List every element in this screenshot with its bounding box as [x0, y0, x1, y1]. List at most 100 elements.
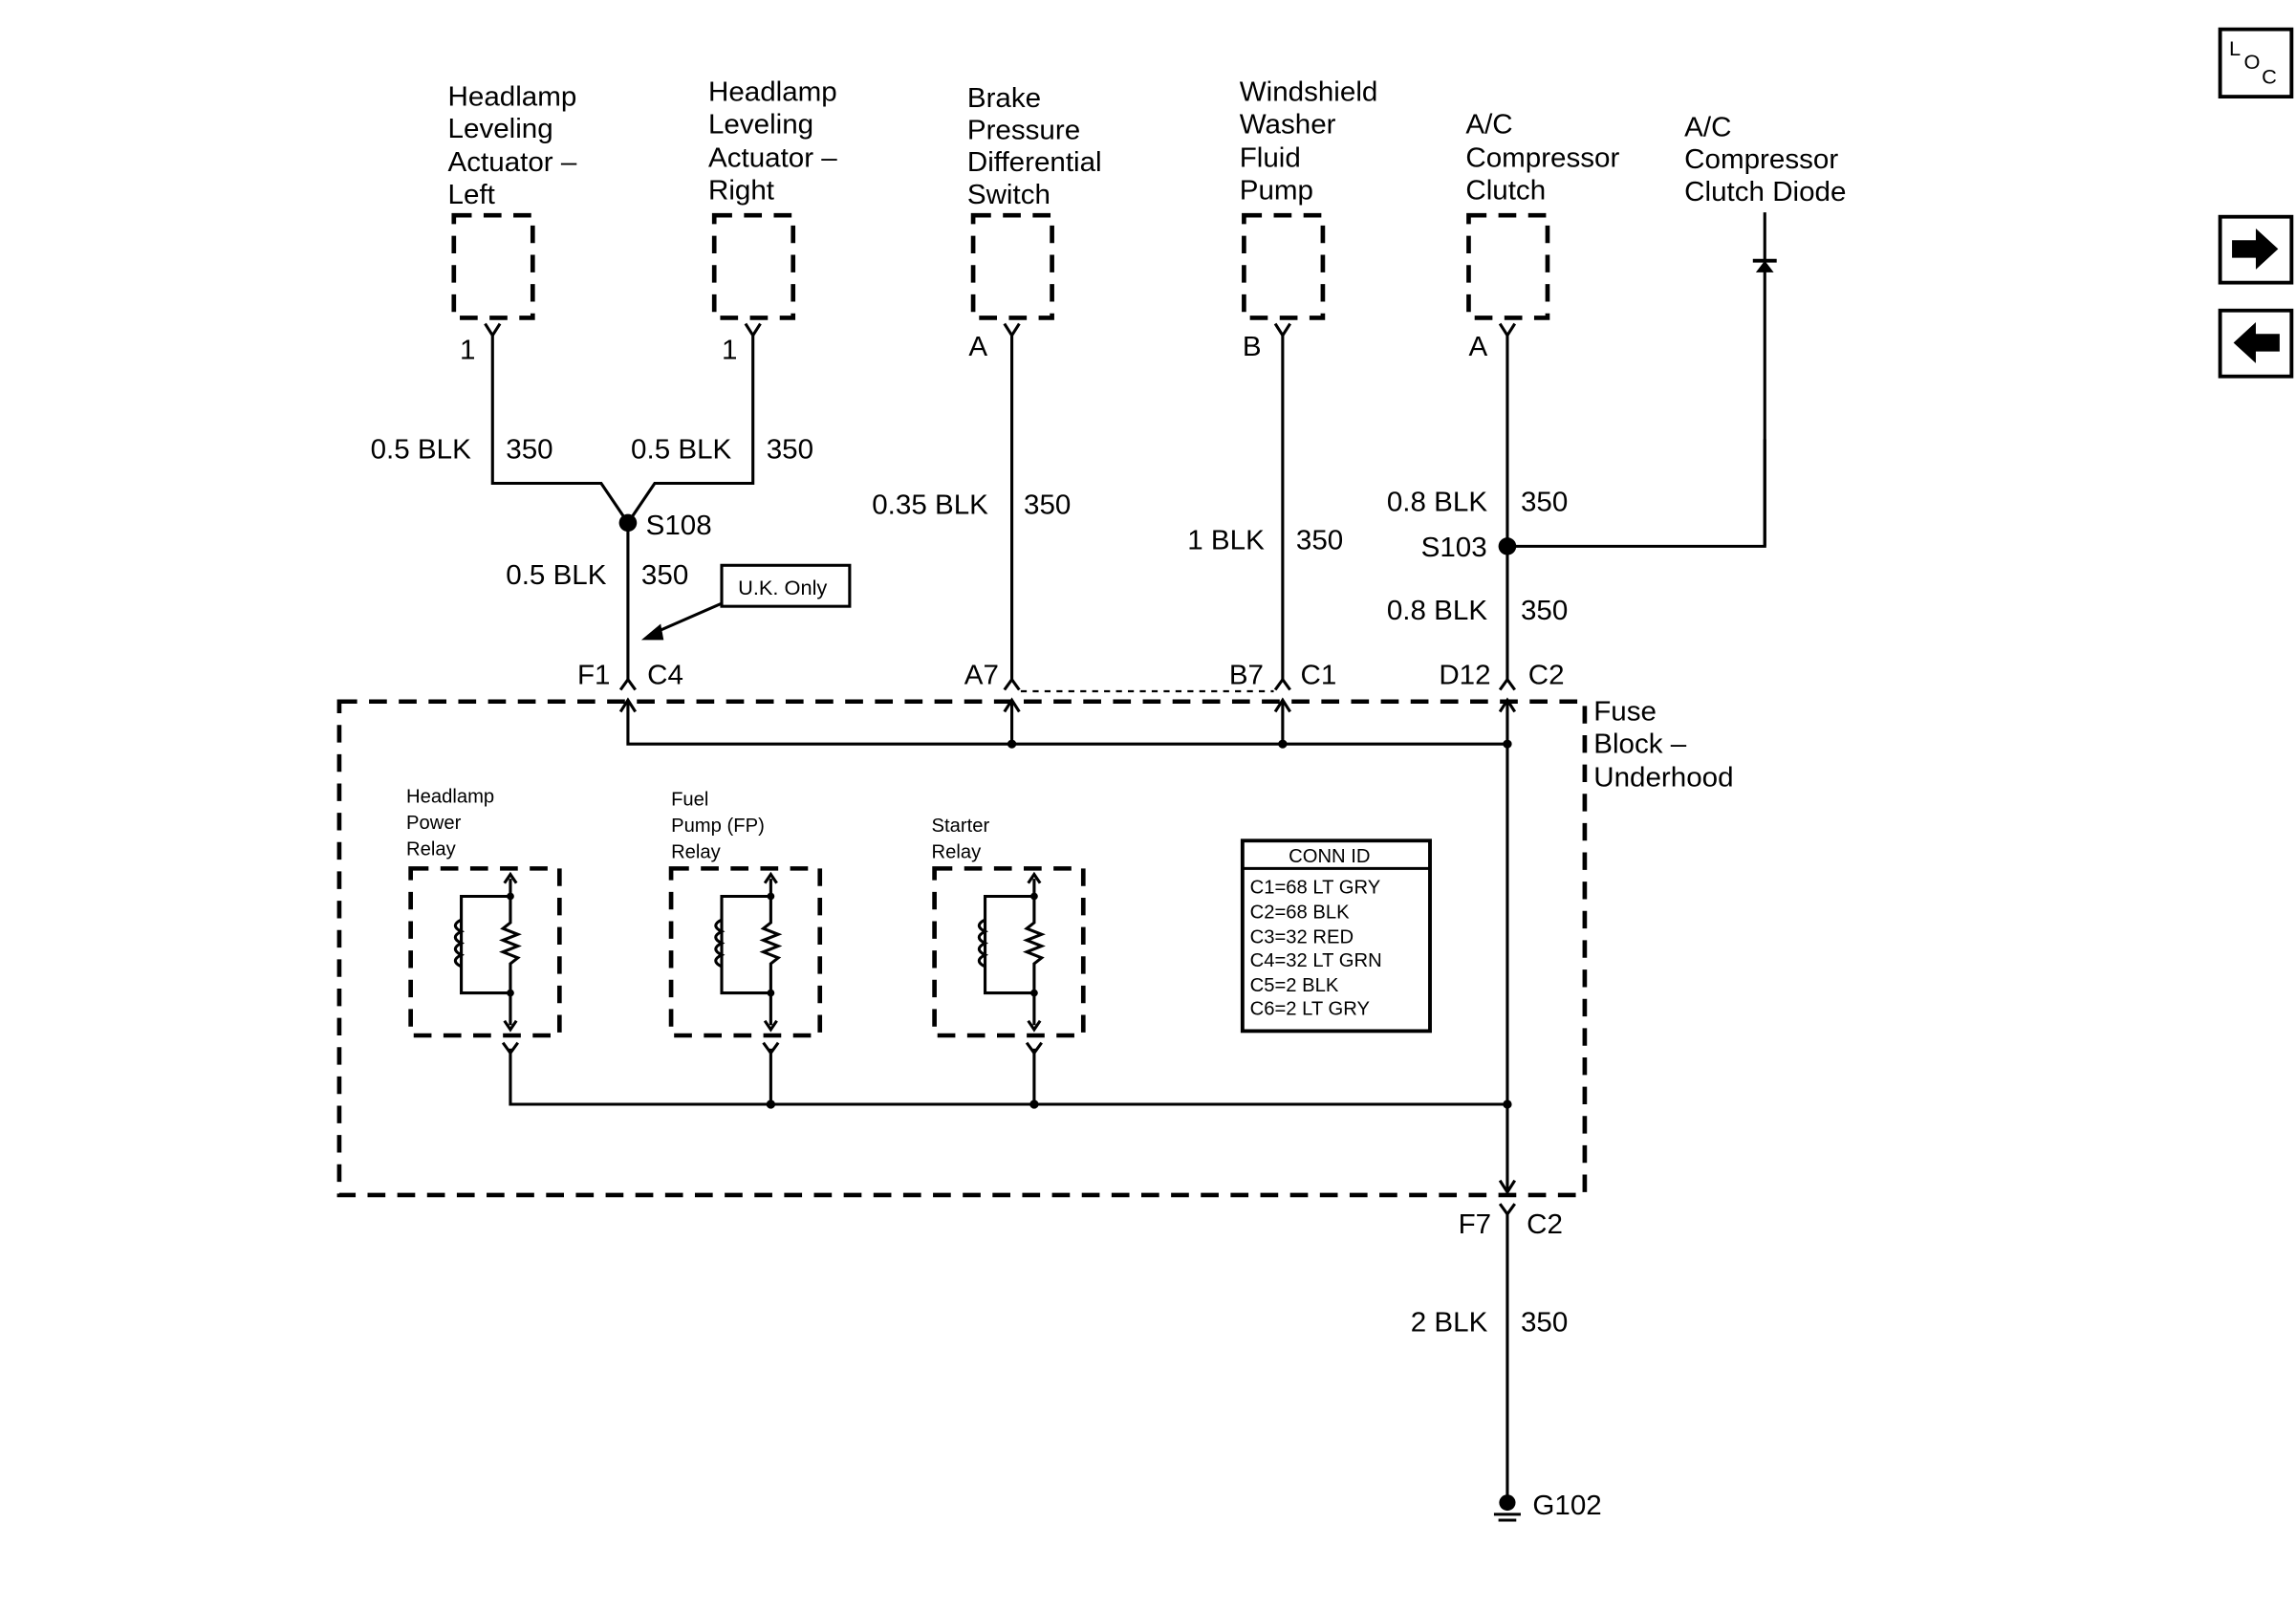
relay-name-line: Pump (FP)	[671, 816, 765, 837]
component-box	[451, 212, 535, 320]
wire-headlamp-left: 0.5 BLK 350	[371, 335, 630, 524]
wire-circuit: 350	[767, 434, 813, 466]
conn-id-row: C5=2 BLK	[1250, 975, 1339, 996]
component-box	[711, 212, 796, 320]
fuse-block-name-line: Fuse	[1593, 696, 1657, 728]
component-ac-compressor-clutch-diode: A/C Compressor Clutch Diode	[1684, 112, 1846, 547]
component-name-line: A/C	[1684, 112, 1731, 143]
component-name-line: Differential	[967, 146, 1102, 178]
component-headlamp-leveling-left: Headlamp Leveling Actuator – Left 1	[448, 81, 577, 366]
fuse-block-name-line: Block –	[1593, 729, 1687, 760]
relay-box	[668, 866, 823, 1038]
component-name-line: Right	[708, 175, 774, 207]
connector-pin: F1	[577, 660, 611, 691]
component-name-line: Pressure	[967, 115, 1080, 146]
wire-size-color: 0.8 BLK	[1387, 595, 1488, 626]
wire-circuit: 350	[641, 559, 688, 591]
wire-circuit: 350	[1521, 595, 1568, 626]
component-name-line: Left	[448, 179, 495, 210]
relay-fuel-pump: Fuel Pump (FP) Relay	[668, 790, 823, 1038]
pin-label: 1	[460, 335, 475, 366]
wire-circuit: 350	[1521, 487, 1568, 518]
svg-text:L: L	[2229, 36, 2241, 60]
component-name-line: Leveling	[708, 109, 813, 141]
wire-circuit: 350	[1024, 490, 1071, 521]
connector-id: C1	[1301, 660, 1337, 691]
wire-headlamp-right: 0.5 BLK 350	[626, 335, 813, 524]
fuse-block-name-line: Underhood	[1593, 762, 1733, 794]
connector-labels-top: F1 C4 A7 B7 C1 D12 C2	[577, 660, 1565, 693]
uk-only-callout: U.K. Only	[640, 563, 852, 641]
relay-name-line: Power	[406, 813, 462, 834]
previous-page-button[interactable]	[2218, 308, 2294, 379]
connector-id: C4	[647, 660, 683, 691]
wire-brake-switch: 0.35 BLK 350	[872, 335, 1071, 680]
ground-g102: G102	[1493, 1490, 1602, 1522]
component-name-line: Headlamp	[708, 76, 837, 108]
ground-label: G102	[1532, 1490, 1601, 1521]
component-box	[1242, 212, 1326, 320]
pin-label: 1	[722, 335, 737, 366]
conn-id-row: C4=32 LT GRN	[1250, 950, 1382, 971]
fuse-block-outline	[336, 699, 1588, 1198]
pin-label: B	[1243, 331, 1262, 362]
relay-name-line: Fuel	[671, 790, 708, 811]
splice-s103: S103	[1421, 532, 1517, 563]
wire-size-color: 0.5 BLK	[506, 559, 607, 591]
arrow-right-icon	[2232, 228, 2279, 270]
component-name-line: Headlamp	[448, 81, 577, 113]
component-name-line: Pump	[1240, 175, 1313, 207]
component-headlamp-leveling-right: Headlamp Leveling Actuator – Right 1	[708, 76, 837, 365]
component-name-line: Fluid	[1240, 142, 1301, 174]
next-page-button[interactable]	[2218, 214, 2294, 285]
conn-id-row: C6=2 LT GRY	[1250, 999, 1370, 1020]
component-name-line: Actuator –	[708, 142, 837, 174]
svg-text:O: O	[2244, 50, 2261, 74]
relay-coil-icon	[714, 871, 783, 1033]
wire-size-color: 0.5 BLK	[631, 434, 732, 466]
component-name-line: Windshield	[1240, 76, 1378, 108]
component-name-line: Clutch Diode	[1684, 176, 1846, 207]
conn-id-row: C3=32 RED	[1250, 927, 1354, 948]
component-name-line: Switch	[967, 179, 1051, 210]
wire-circuit: 350	[1521, 1307, 1568, 1339]
component-name-line: Clutch	[1465, 175, 1546, 207]
pin-fork-symbols	[484, 322, 1517, 338]
loc-button[interactable]: L O C	[2218, 27, 2294, 99]
connector-id: C2	[1528, 660, 1565, 691]
connector-pin: A7	[964, 660, 999, 691]
relay-box	[932, 866, 1086, 1038]
relay-name-line: Relay	[406, 839, 456, 860]
wire-size-color: 2 BLK	[1411, 1307, 1488, 1339]
wire-ground: 2 BLK 350	[1411, 1213, 1568, 1497]
bottom-connector: F7 C2	[1459, 1179, 1563, 1240]
component-name-line: Compressor	[1465, 142, 1619, 174]
svg-text:C: C	[2262, 64, 2277, 88]
wire-size-color: 0.5 BLK	[371, 434, 472, 466]
connector-fork-symbols	[618, 677, 1517, 713]
connector-pin: D12	[1439, 660, 1490, 691]
relay-coil-icon	[453, 871, 522, 1033]
relay-starter: Starter Relay	[931, 816, 1086, 1038]
relay-name-line: Headlamp	[406, 787, 494, 808]
wire-size-color: 1 BLK	[1187, 525, 1265, 556]
component-brake-pressure-switch: Brake Pressure Differential Switch A	[967, 82, 1102, 362]
relay-name-line: Starter	[931, 816, 989, 837]
pin-label: A	[968, 331, 987, 362]
wire-ac-clutch: 0.8 BLK 350 0.8 BLK 350	[1387, 335, 1766, 680]
connector-pin: F7	[1459, 1208, 1492, 1240]
callout-text: U.K. Only	[738, 576, 827, 599]
component-ac-compressor-clutch: A/C Compressor Clutch A	[1465, 109, 1619, 363]
component-box	[1466, 212, 1550, 320]
ground-icon	[1493, 1494, 1521, 1522]
splice-label: S108	[646, 510, 712, 541]
arrow-left-icon	[2233, 322, 2280, 363]
wire-size-color: 0.8 BLK	[1387, 487, 1488, 518]
pin-label: A	[1468, 331, 1487, 362]
component-name-line: A/C	[1465, 109, 1512, 141]
component-box	[970, 212, 1054, 320]
wire-size-color: 0.35 BLK	[872, 490, 988, 521]
connector-pin: B7	[1229, 660, 1264, 691]
wire-circuit: 350	[1296, 525, 1343, 556]
